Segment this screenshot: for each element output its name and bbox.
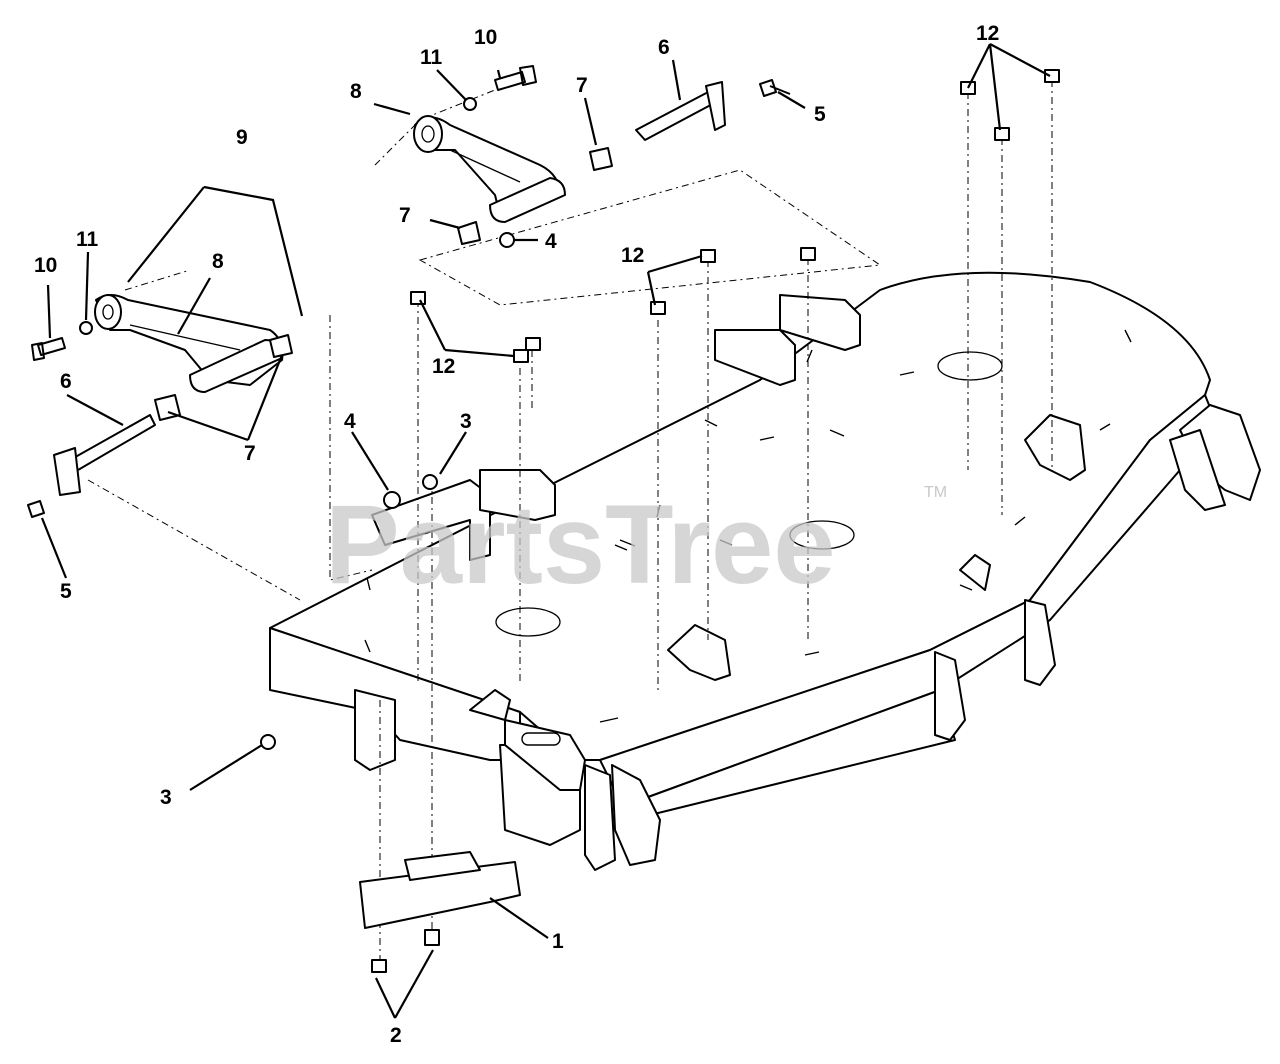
callout-12-center: 12 [621,244,644,267]
bolt-12-c [650,301,666,315]
bolt-12-i [525,337,541,351]
callout-9: 9 [236,126,248,149]
callout-11-left: 11 [76,228,99,251]
pivot-arm-left [94,294,284,393]
leader-lines [40,43,1051,1019]
callout-7-middle: 7 [399,204,411,227]
pivot-pin-upper-head [705,81,726,131]
bolt-12-g [994,127,1010,141]
spindle-opening-left [495,607,561,637]
assembly-lines [87,79,1053,965]
callout-7-left: 7 [244,442,256,465]
bolt-12-b [513,349,529,363]
deck-hanger-front-1 [934,651,966,741]
bolt-10-upper [494,65,537,91]
mower-deck [269,271,1261,871]
nut-4-upper [499,232,515,248]
deck-hanger-front-2 [1024,599,1056,686]
callout-8-left: 8 [212,250,224,273]
callout-3-lower: 3 [160,786,172,809]
callout-11-upper: 11 [420,46,443,69]
callout-7-upper: 7 [576,74,588,97]
callout-12-left: 12 [432,355,455,378]
washer-11-upper [463,97,477,111]
watermark: PartsTree TM [325,482,947,607]
deck-hanger-front-4 [611,764,661,866]
callout-4-left: 4 [344,410,356,433]
callout-1: 1 [552,930,564,953]
pivot-arm-upper-tube [489,177,566,223]
callout-4-upper: 4 [545,230,557,253]
watermark-text: PartsTree [325,482,836,607]
bracket-front-tab [469,689,511,721]
watermark-trademark: TM [924,484,947,501]
bushing-left-1 [154,394,181,421]
bracket-center-left [479,469,556,521]
locknut-3-lower [260,734,276,750]
bracket-rear-1 [714,329,796,386]
washer-11-left [79,321,93,335]
bolt-12-d [700,249,716,263]
bottom-plate [359,851,521,929]
deck-hanger-right-2 [1169,429,1226,511]
callout-12-right: 12 [976,22,999,45]
callout-2: 2 [390,1024,402,1047]
deck-hanger-front-3 [584,764,616,871]
bolt-2-a [371,959,387,973]
pivot-arm-left-hub [94,294,122,330]
callout-5-left: 5 [60,580,72,603]
bracket-front-left [371,479,491,561]
pivot-pin-left [69,414,156,471]
pivot-pins [53,81,726,496]
pivot-arm-upper [413,115,566,223]
slotted-mount [504,719,586,791]
bracket-right-tab [959,554,991,591]
locknut-3-upper [422,474,438,490]
deck-brackets [371,294,1086,791]
bolt-12-h [1044,69,1060,83]
callout-6-upper: 6 [658,36,670,59]
pivot-arm-left-body [95,294,284,386]
callout-6-left: 6 [60,370,72,393]
callout-8-upper: 8 [350,80,362,103]
pivot-pin-left-head [53,447,81,496]
bracket-center [667,624,731,681]
bushing-upper-1 [589,147,613,171]
bottom-plate-flange [404,851,481,881]
slotted-mount-slot [521,732,561,746]
bolt-12-e [800,247,816,261]
bolt-5-right [759,79,791,97]
deck-top-surface [269,271,1211,761]
nut-4-left [383,491,401,509]
bushings [154,147,613,421]
bushing-left-2 [269,334,293,358]
bolt-12-a [410,291,426,305]
pivot-arm-upper-hub [413,115,443,153]
bolt-2-b [424,929,440,946]
callout-10-left: 10 [34,254,57,277]
bracket-rear-2 [779,294,861,351]
bracket-right [1024,414,1086,481]
callout-3-upper: 3 [460,410,472,433]
deck-front-block-lower [354,689,396,771]
deck-front-skirt [269,627,521,761]
callout-5-right: 5 [814,103,826,126]
bottom-plate-body [359,861,521,929]
bolt-10-left [31,337,66,361]
spindle-opening-center [789,520,855,550]
callout-labels: 1 2 3 3 4 4 5 5 6 6 7 7 7 8 8 9 10 10 11… [34,22,999,1047]
callout-10-upper: 10 [474,26,497,49]
bushing-upper-2 [457,221,481,245]
bolt-5-left [27,500,45,518]
